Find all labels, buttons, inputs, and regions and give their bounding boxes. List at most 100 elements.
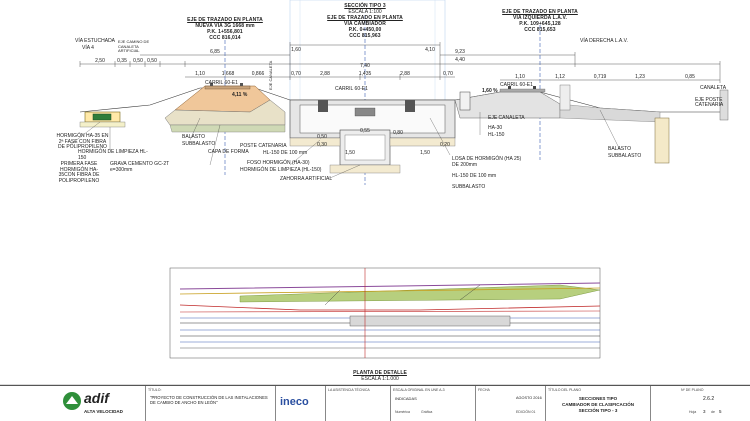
label-canaleta-right: CANALETA <box>700 85 727 91</box>
left-axis-pk: P.K. 1+556,801 <box>207 29 243 35</box>
center-track: VÍA CAMBIADOR <box>344 21 386 27</box>
plan-number-cell: Nº DE PLANO 2.6.2 Hoja 3 de 5 <box>650 386 750 421</box>
label-balasto: BALASTO <box>182 134 205 140</box>
label-eje-canaleta: EJE CAMINO DE CANALETA ARTIFICIAL <box>118 39 150 53</box>
dim: 0,30 <box>317 142 327 148</box>
label-subbalasto-right2: SUBBALASTO <box>608 153 642 159</box>
plan-title-cell: TÍTULO DEL PLANO SECCIONES TIPO CAMBIADO… <box>545 386 650 421</box>
dim: 1,50 <box>345 150 355 156</box>
center-axis-title: EJE DE TRAZADO EN PLANTA <box>327 15 403 21</box>
dim: 0,35 <box>117 58 127 64</box>
scale-cell: ESCALA ORIGINAL EN UNE A-3 INDICADAS Num… <box>390 386 475 421</box>
sheet-value: 3 <box>703 409 706 414</box>
center-ccc: CCC 815,963 <box>349 33 381 39</box>
dim: 0,50 <box>317 134 327 140</box>
dim: 1,60 <box>291 47 301 53</box>
adif-mark-icon <box>62 391 82 411</box>
dim: 6,85 <box>210 49 220 55</box>
dim: 0,55 <box>360 128 370 134</box>
plan-detail-scale: ESCALA 1:1.000 <box>361 376 399 382</box>
date-label: FECHA <box>478 388 490 392</box>
label-via-4: VÍA 4 <box>82 45 94 51</box>
label-hormigon-ha35: HORMIGÓN HA-35 EN 2ª FASE CON FIBRA DE P… <box>56 133 109 150</box>
dim: 0,50 <box>147 58 157 64</box>
dim: 0,70 <box>443 71 453 77</box>
dim: 1,23 <box>635 74 645 80</box>
dim: 7,40 <box>360 63 370 69</box>
date-value: AGOSTO 2016 <box>516 396 542 400</box>
slope-left: 4,11 % <box>232 92 248 98</box>
dim: 0,719 <box>593 74 607 80</box>
dim: 9,23 <box>455 49 465 55</box>
dim: 0,80 <box>393 130 403 136</box>
label-subbalasto: SUBBALASTO <box>182 141 216 147</box>
label-hormigon-limpieza: HORMIGÓN DE LIMPIEZA (HL-150) <box>240 167 322 173</box>
center-pk: P.K. 0+450,00 <box>348 27 382 33</box>
label-poste: POSTE CATENARIA <box>240 143 287 149</box>
title-block: adif ALTA VELOCIDAD TÍTULO: "PROYECTO DE… <box>0 385 750 421</box>
dim: 1,668 <box>221 71 235 77</box>
adif-logo-text: adif <box>84 390 109 406</box>
scale-value: INDICADAS <box>395 396 417 401</box>
left-axis-title: EJE DE TRAZADO EN PLANTA <box>187 17 263 23</box>
ineco-logo: ineco <box>280 396 309 408</box>
dim: 1,10 <box>195 71 205 77</box>
label-carril-right: CARRIL 60-E1 <box>500 82 533 88</box>
ineco-cell: ineco <box>275 386 325 421</box>
plan-detail-title: PLANTA DE DETALLE <box>353 370 407 376</box>
plan-number-label: Nº DE PLANO <box>681 388 704 392</box>
dim: 0,20 <box>440 142 450 148</box>
right-track: VÍA IZQUIERDA L.A.V. <box>513 15 567 21</box>
dim: 1,435 <box>358 71 372 77</box>
label-via-derecha: VÍA DERECHA L.A.V. <box>580 38 628 44</box>
label-hl150-right: HL-150 DE 100 mm <box>452 173 497 179</box>
label-via-estuchada: VÍA ESTUCHADA <box>75 38 116 44</box>
right-axis-title: EJE DE TRAZADO EN PLANTA <box>502 9 578 15</box>
title-cell: TÍTULO: "PROYECTO DE CONSTRUCCIÓN DE LAS… <box>145 386 275 421</box>
scale-graphic: Gráfica <box>421 410 433 414</box>
label-losa: LOSA DE HORMIGÓN (HA 25) DE 200mm <box>452 156 522 168</box>
dim: 1,12 <box>555 74 565 80</box>
title-label: TÍTULO: <box>148 388 162 392</box>
assistance-cell: LA ASISTENCIA TÉCNICA <box>325 386 390 421</box>
label-hormigon-limpieza-left: HORMIGÓN DE LIMPIEZA HL-150 <box>78 149 148 161</box>
dim: 0,70 <box>291 71 301 77</box>
plan-title-3: SECCIÓN TIPO - 3 <box>578 408 618 413</box>
scale-numeric: Numérica <box>395 410 410 414</box>
right-ccc: CCC 815,653 <box>524 27 556 33</box>
label-balasto-right: BALASTO <box>608 146 631 152</box>
adif-logo: adif ALTA VELOCIDAD <box>62 389 140 418</box>
adif-logo-sub: ALTA VELOCIDAD <box>84 409 123 414</box>
label-zahorra: ZAHORRA ARTIFICIAL <box>280 176 333 182</box>
dim: 2,88 <box>320 71 330 77</box>
edition-label: EDICIÓN 01 <box>516 410 536 414</box>
section-title: SECCIÓN TIPO 3 <box>344 3 386 9</box>
dim: 0,85 <box>685 74 695 80</box>
sheet-total: 5 <box>719 409 722 414</box>
label-eje-poste: EJE POSTE CATENARIA <box>695 97 724 108</box>
title-value: "PROYECTO DE CONSTRUCCIÓN DE LAS INSTALA… <box>150 395 268 405</box>
dim: 1,50 <box>420 150 430 156</box>
plan-detail-lines <box>179 268 601 358</box>
dim: 4,40 <box>455 57 465 63</box>
sheet-label: Hoja <box>689 410 697 414</box>
dim: 2,50 <box>95 58 105 64</box>
label-eje-canaleta-right: EJE CANALETA <box>488 115 525 121</box>
plan-title-2: CAMBIADOR DE CLASIFICACIÓN <box>562 402 634 407</box>
left-axis-track: NUEVA VÍA 3G 1668 mm <box>195 23 255 29</box>
label-carril-center: CARRIL 60-E1 <box>335 86 368 92</box>
label-hl150-r2: HL-150 <box>488 132 505 138</box>
left-axis-ccc: CCC 816,014 <box>209 35 241 41</box>
label-hl150: HL-150 DE 100 mm <box>263 150 308 156</box>
plan-number-value: 2.6.2 <box>703 396 715 402</box>
section-scale: ESCALA 1:100 <box>348 9 382 15</box>
assistance-label: LA ASISTENCIA TÉCNICA <box>328 388 370 392</box>
label-primera-fase: PRIMERA FASE HORMIGÓN HA-35CON FIBRA DE … <box>58 161 100 184</box>
dim: 2,88 <box>400 71 410 77</box>
dim: 1,10 <box>515 74 525 80</box>
scale-label: ESCALA ORIGINAL EN UNE A-3 <box>393 388 445 392</box>
label-ha30: HA-30 <box>488 125 503 131</box>
label-capa-forma: CAPA DE FORMA <box>208 149 249 155</box>
